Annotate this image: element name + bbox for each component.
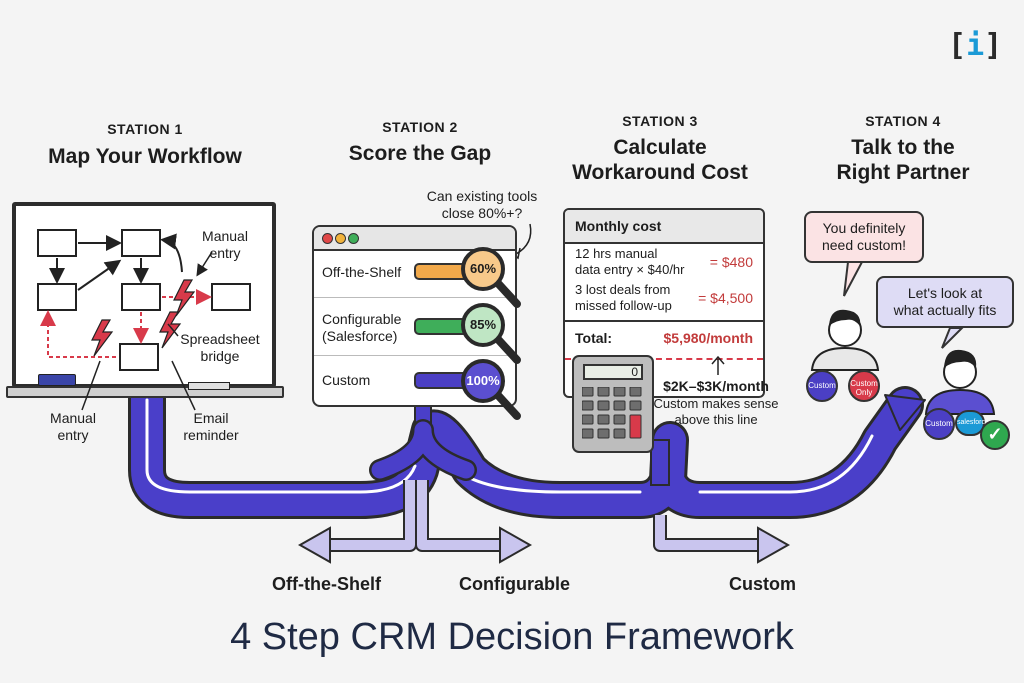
annotation-email-reminder: Email reminder [183,410,239,443]
row-divider [314,355,515,356]
station-3-tag: STATION 3 [622,113,698,129]
annotation-pointers [81,360,196,411]
threshold-arrow-icon [711,355,725,375]
badge-custom: Custom [806,370,838,402]
threshold-line [565,358,763,360]
brand-logo: [i] [948,28,1003,63]
magnifier-off-shelf-icon: 60% [461,247,505,291]
calculator-icon: 0 [572,355,654,453]
cost-value-data-entry: = $480 [709,254,753,270]
badge-custom-second: Custom [923,408,955,440]
cost-line-data-entry: 12 hrs manual data entry × $40/hr [575,246,685,277]
calculator-display: 0 [583,364,643,380]
station-3-title-line2: Workaround Cost [572,161,748,184]
window-titlebar [314,227,515,251]
station-4-title-line1: Talk to the [851,136,955,159]
window-close-icon [322,233,333,244]
flow-label-configurable: Configurable [459,574,570,594]
row-label-off-shelf: Off-the-Shelf [322,264,402,280]
magnifier-configurable-icon: 85% [461,303,505,347]
station-3-title-line1: Calculate [613,136,707,159]
flow-label-custom: Custom [729,574,796,594]
annotation-manual-entry-top: Manual entry [202,228,248,261]
eraser-icon [188,382,230,390]
speech-bubble-custom: You definitely need custom! [804,211,924,263]
station-2-title: Score the Gap [348,142,492,165]
cost-total-value: $5,980/month [663,330,753,346]
gap-question: Can existing tools close 80%+? [426,188,538,221]
station-1-title: Map Your Workflow [48,145,242,168]
station-4-tag: STATION 4 [865,113,941,129]
page-title: 4 Step CRM Decision Framework [230,616,794,658]
station-1-tag: STATION 1 [107,121,183,137]
workflow-diagram [37,229,251,371]
partners-illustration [810,261,996,415]
station-4-title-line2: Right Partner [836,161,970,184]
row-label-custom: Custom [322,372,371,388]
monthly-cost-card: Monthly cost 12 hrs manual data entry × … [563,208,765,398]
station-2-tag: STATION 2 [382,119,458,135]
threshold-value: $2K–$3K/month [663,378,769,394]
total-divider [565,320,763,322]
annotation-manual-entry-bottom: Manual entry [50,410,96,443]
row-divider [314,297,515,298]
cost-card-header: Monthly cost [565,210,763,244]
badge-custom-only: Custom Only [848,370,880,402]
window-maximize-icon [348,233,359,244]
calculator-keys [582,387,642,439]
threshold-note: Custom makes sense above this line [653,396,779,427]
speech-bubble-fits: Let's look at what actually fits [876,276,1014,328]
flow-label-off-shelf: Off-the-Shelf [272,574,381,594]
marker-icon [38,374,76,386]
checkmark-icon: ✓ [980,420,1010,450]
window-minimize-icon [335,233,346,244]
cost-total-label: Total: [575,330,613,346]
cost-line-lost-deals: 3 lost deals from missed follow-up [575,282,672,313]
row-label-configurable: Configurable (Salesforce) [322,311,402,344]
cost-value-lost-deals: = $4,500 [698,290,753,306]
magnifier-custom-icon: 100% [461,359,505,403]
annotation-spreadsheet-bridge: Spreadsheet bridge [180,331,260,364]
